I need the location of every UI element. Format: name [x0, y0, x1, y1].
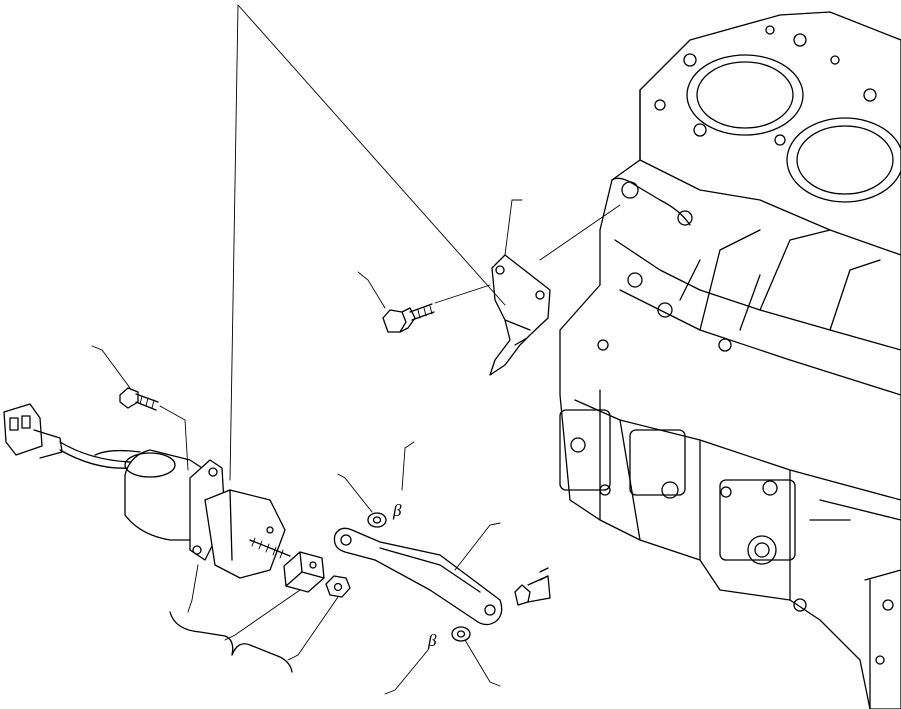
washer-lower [451, 626, 471, 642]
solenoid-bolt [119, 387, 159, 411]
joint-block [283, 551, 325, 593]
leader-lines [91, 4, 621, 695]
washer-lower-label: β [427, 631, 437, 650]
washer-upper [367, 512, 387, 528]
stop-solenoid [3, 403, 291, 579]
bracket-bolt [382, 303, 435, 333]
stop-lever [333, 527, 503, 626]
stop-solenoid-bracket [489, 254, 551, 376]
lock-nut [325, 575, 351, 598]
washer-upper-label: β [392, 501, 402, 520]
lever-pin [514, 567, 551, 606]
engine-block [559, 11, 901, 709]
